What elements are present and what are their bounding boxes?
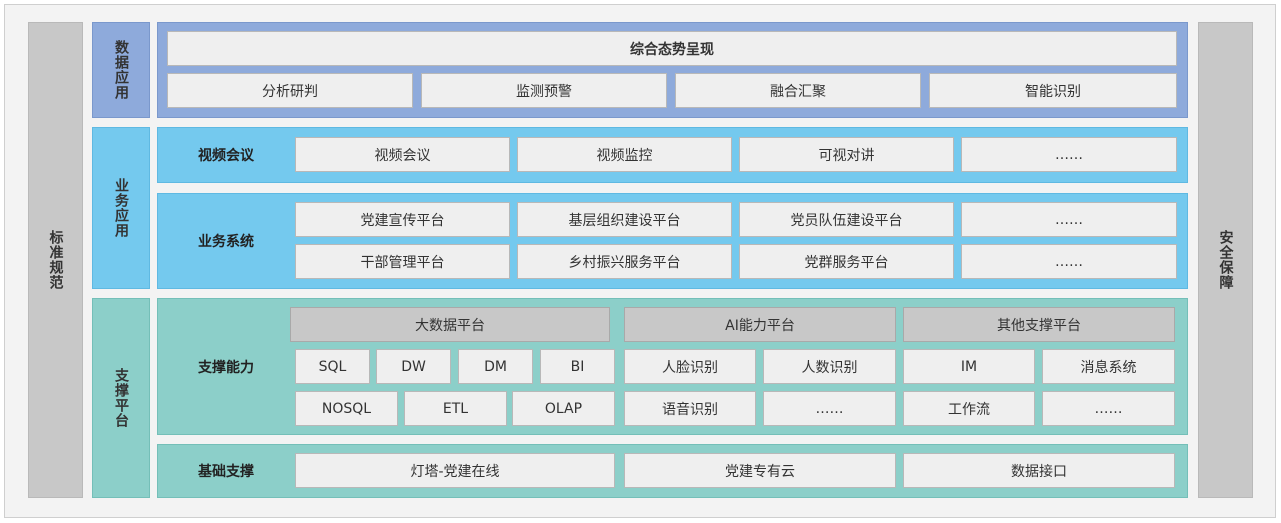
data-app-item-label: 监测预警 [516,83,572,100]
support-label-box: 支撑平台 [92,298,150,498]
data-app-item-label: 智能识别 [1025,83,1081,100]
biz-app-label: 业务应用 [113,178,129,238]
bigdata-item: BI [540,349,615,384]
bigdata-item: OLAP [512,391,615,426]
video-row-label-text: 视频会议 [198,148,254,164]
bigdata-item-label: BI [570,358,585,375]
data-app-item: 智能识别 [929,73,1177,108]
other-item-label: IM [960,358,978,375]
ai-platform-header: AI能力平台 [624,307,896,342]
ai-item: 语音识别 [624,391,756,426]
bigdata-item: SQL [295,349,370,384]
video-item-label: …… [1055,146,1083,163]
data-app-item-label: 分析研判 [262,83,318,100]
video-item-label: 视频监控 [596,147,653,164]
security-label: 安全保障 [1217,230,1234,290]
video-item: 可视对讲 [739,137,954,172]
biz-system-item-label: …… [1055,253,1083,270]
bigdata-platform-header: 大数据平台 [290,307,610,342]
data-app-item: 监测预警 [421,73,667,108]
ai-item-label: 人数识别 [801,359,858,376]
biz-system-item: 基层组织建设平台 [517,202,732,237]
biz-system-item-label: …… [1055,211,1083,228]
other-platform-title: 其他支撑平台 [997,317,1081,334]
biz-system-row-label: 业务系统 [157,193,295,289]
biz-system-item-label: 基层组织建设平台 [568,212,681,229]
biz-system-row-label-text: 业务系统 [198,234,254,250]
base-item-label: 党建专有云 [725,463,795,480]
bigdata-item-label: DM [484,358,507,375]
biz-system-item-label: 党员队伍建设平台 [790,212,903,229]
video-item-label: 视频会议 [374,147,431,164]
biz-system-item: 干部管理平台 [295,244,510,279]
biz-system-item-label: 党群服务平台 [804,254,889,271]
other-item-label: 工作流 [948,401,990,418]
standards-label: 标准规范 [47,230,64,290]
ai-platform-title: AI能力平台 [725,317,795,334]
security-strip: 安全保障 [1198,22,1253,498]
support-label: 支撑平台 [113,368,129,428]
data-app-item: 融合汇聚 [675,73,921,108]
other-item: 消息系统 [1042,349,1175,384]
biz-system-item: …… [961,244,1177,279]
other-item: 工作流 [903,391,1035,426]
ai-item-label: 语音识别 [662,401,718,418]
other-item: IM [903,349,1035,384]
biz-system-item-label: 乡村振兴服务平台 [568,254,681,271]
bigdata-item-label: SQL [318,358,347,375]
video-item-label: 可视对讲 [818,147,875,164]
video-item: 视频监控 [517,137,732,172]
bigdata-platform-title: 大数据平台 [415,317,485,334]
base-item: 灯塔-党建在线 [295,453,615,488]
biz-app-label-box: 业务应用 [92,127,150,289]
base-row-label: 基础支撑 [157,444,295,498]
bigdata-item: DM [458,349,533,384]
ai-item-label: …… [815,400,844,417]
bigdata-item-label: OLAP [544,400,583,417]
bigdata-item: ETL [404,391,507,426]
base-item: 党建专有云 [624,453,896,488]
biz-system-item: 党建宣传平台 [295,202,510,237]
video-item: …… [961,137,1177,172]
bigdata-item: NOSQL [295,391,398,426]
base-item-label: 灯塔-党建在线 [410,463,500,480]
situation-title: 综合态势呈现 [630,41,714,58]
biz-system-item-label: 党建宣传平台 [360,212,445,229]
biz-system-item: 乡村振兴服务平台 [517,244,732,279]
ai-item-label: 人脸识别 [662,359,718,376]
bigdata-item-label: DW [401,358,426,375]
data-app-label: 数据应用 [113,40,129,100]
other-platform-header: 其他支撑平台 [903,307,1175,342]
data-app-item: 分析研判 [167,73,413,108]
data-app-label-box: 数据应用 [92,22,150,118]
bigdata-item: DW [376,349,451,384]
ai-item: 人数识别 [763,349,896,384]
capability-row-label: 支撑能力 [157,298,295,435]
capability-row-label-text: 支撑能力 [198,359,254,376]
video-item: 视频会议 [295,137,510,172]
standards-strip: 标准规范 [28,22,83,498]
other-item: …… [1042,391,1175,426]
bigdata-item-label: ETL [442,400,469,417]
ai-item: 人脸识别 [624,349,756,384]
base-item-label: 数据接口 [1011,463,1067,480]
biz-system-item: 党员队伍建设平台 [739,202,954,237]
video-row-label: 视频会议 [157,127,295,183]
biz-system-item-label: 干部管理平台 [360,254,445,271]
biz-system-item: …… [961,202,1177,237]
bigdata-item-label: NOSQL [321,400,372,417]
other-item-label: 消息系统 [1080,359,1137,376]
base-item: 数据接口 [903,453,1175,488]
base-row-label-text: 基础支撑 [198,464,254,480]
biz-system-item: 党群服务平台 [739,244,954,279]
other-item-label: …… [1094,400,1123,417]
situation-title-box: 综合态势呈现 [167,31,1177,66]
ai-item: …… [763,391,896,426]
data-app-item-label: 融合汇聚 [770,83,826,100]
